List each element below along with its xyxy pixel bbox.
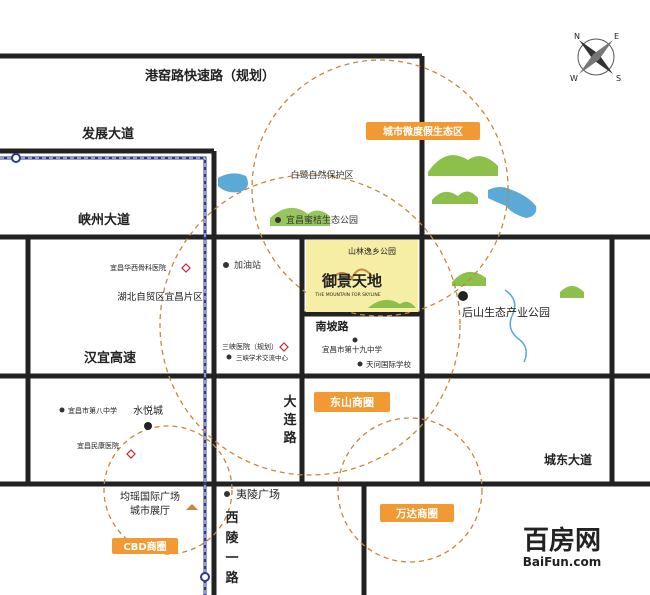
poi-sanxia-hosp: 三峡医院（规划）	[222, 342, 289, 352]
poi-jiayou: 加油站	[223, 259, 261, 271]
svg-text:CBD商圈: CBD商圈	[123, 540, 166, 553]
park-east	[428, 155, 584, 298]
road-network	[0, 53, 650, 595]
project-tag: 山林逸乡公园	[348, 246, 396, 256]
svg-text:东山商圈: 东山商圈	[330, 395, 374, 409]
hospital-icon	[279, 342, 289, 352]
svg-text:宜昌蜜桔生态公园: 宜昌蜜桔生态公园	[286, 214, 358, 226]
poi-no19: 宜昌市第十九中学	[322, 337, 382, 354]
hospital-icon	[181, 263, 191, 273]
metro-station-icon	[200, 572, 210, 582]
road-nanpo: 南坡路	[316, 319, 350, 333]
poi-tianwen: 天问国际学校	[357, 359, 411, 369]
pin-icon	[352, 337, 358, 343]
business-circles	[103, 59, 509, 563]
svg-text:宜昌民康医院: 宜昌民康医院	[77, 441, 119, 450]
pin-icon	[223, 262, 229, 268]
compass-icon: N E S W	[570, 32, 621, 83]
mall-icon	[144, 422, 152, 430]
svg-text:BaiFun.com: BaiFun.com	[523, 555, 601, 569]
poi-sanxia-xuefu: 三峡学术交流中心	[226, 353, 289, 362]
metro-line	[0, 153, 210, 595]
svg-text:夷陵广场: 夷陵广场	[236, 487, 280, 501]
park-north	[270, 207, 330, 226]
pin-icon	[59, 407, 65, 413]
zone-cbd-badge: CBD商圈	[112, 538, 178, 554]
poi-no8: 宜昌市第八中学	[59, 406, 117, 415]
pin-icon	[226, 354, 232, 360]
road-dalian: 大连路	[283, 394, 297, 446]
water-west	[218, 173, 248, 193]
mountain-icon	[458, 291, 468, 301]
project-name: 御景天地	[321, 272, 382, 290]
svg-text:宜昌市第八中学: 宜昌市第八中学	[68, 406, 117, 415]
road-fazhan: 发展大道	[81, 126, 134, 142]
road-hanyi: 汉宜高速	[84, 350, 136, 366]
zone-wanda-badge: 万达商圈	[380, 504, 454, 522]
poi-mijv: 宜昌蜜桔生态公园	[275, 214, 358, 226]
svg-text:水悦城: 水悦城	[133, 404, 163, 417]
svg-text:E: E	[614, 32, 619, 41]
svg-text:城市展厅: 城市展厅	[130, 504, 170, 517]
road-xiling: 西陵一路	[225, 511, 239, 586]
svg-text:N: N	[574, 32, 580, 41]
svg-text:宜昌华西骨科医院: 宜昌华西骨科医院	[110, 263, 166, 272]
water-east	[488, 187, 537, 218]
svg-text:湖北自贸区宜昌片区: 湖北自贸区宜昌片区	[117, 291, 203, 303]
pavilion-icon	[186, 504, 198, 510]
svg-text:三峡医院（规划）: 三峡医院（规划）	[222, 342, 278, 351]
svg-text:三峡学术交流中心: 三峡学术交流中心	[236, 353, 289, 362]
svg-text:百房网: 百房网	[523, 526, 601, 556]
river-east	[504, 289, 527, 363]
pin-icon	[275, 217, 281, 223]
hospital-icon	[126, 449, 136, 459]
svg-text:大连路: 大连路	[283, 394, 297, 446]
zone-city-eco-badge: 城市微度假生态区	[366, 122, 480, 140]
watermark: 百房网 BaiFun.com	[523, 526, 601, 569]
svg-text:均瑶国际广场: 均瑶国际广场	[120, 490, 180, 503]
pin-icon	[357, 361, 363, 367]
svg-text:W: W	[570, 74, 578, 83]
poi-yiling: 夷陵广场	[224, 487, 280, 501]
pin-icon	[224, 491, 230, 497]
svg-text:加油站: 加油站	[234, 259, 261, 271]
project-en: THE MOUNTAIN FOR SKYLINE	[314, 292, 380, 298]
road-xiazhou: 峡州大道	[78, 212, 130, 228]
metro-station-icon	[11, 153, 21, 163]
svg-text:S: S	[616, 74, 621, 83]
poi-shuiyue: 水悦城	[133, 404, 163, 430]
svg-text:城市微度假生态区: 城市微度假生态区	[383, 125, 463, 138]
poi-zimao: 湖北自贸区宜昌片区	[117, 291, 203, 303]
poi-bailu: 白鹭自然保护区	[290, 169, 353, 181]
svg-text:西陵一路: 西陵一路	[225, 511, 239, 586]
svg-text:万达商圈: 万达商圈	[395, 507, 438, 520]
poi-houshan: 后山生态产业公园	[458, 291, 550, 319]
poi-junyao: 均瑶国际广场 城市展厅	[120, 490, 198, 517]
svg-text:天问国际学校: 天问国际学校	[366, 359, 411, 369]
zone-dongshan-badge: 东山商圈	[314, 392, 390, 412]
project-block: 山林逸乡公园 御景天地 THE MOUNTAIN FOR SKYLINE	[306, 240, 418, 312]
road-chengdong: 城东大道	[544, 452, 592, 467]
poi-minkang: 宜昌民康医院	[77, 441, 136, 459]
svg-text:宜昌市第十九中学: 宜昌市第十九中学	[322, 344, 382, 354]
poi-huaxi: 宜昌华西骨科医院	[110, 263, 191, 273]
road-gangyao: 港窑路快速路（规划）	[145, 68, 275, 84]
svg-text:后山生态产业公园: 后山生态产业公园	[462, 305, 550, 319]
svg-text:白鹭自然保护区: 白鹭自然保护区	[290, 169, 353, 181]
